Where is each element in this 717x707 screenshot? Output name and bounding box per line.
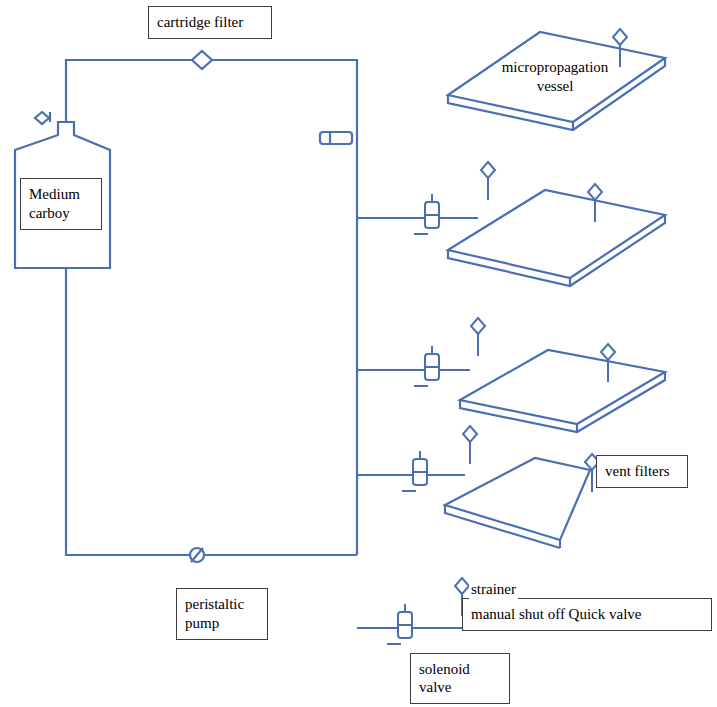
vessel-label: micropropagation vessel (486, 58, 624, 96)
micropropagation-vessel (445, 458, 590, 548)
label-box: cartridge filter (148, 6, 272, 39)
label-box: strainermanual shut off Quick valve (462, 598, 712, 631)
label-text: cartridge filter (157, 13, 263, 32)
carboy-label-box: Medium carboy (20, 178, 102, 230)
label-text: micropropagation vessel (486, 58, 624, 96)
micropropagation-vessel (460, 350, 665, 432)
micropropagation-vessel (448, 190, 665, 286)
label-text: peristaltic pump (185, 595, 259, 633)
label-box: solenoid valve (410, 653, 510, 705)
label-box: peristaltic pump (176, 588, 268, 640)
label-text: manual shut off Quick valve (471, 605, 703, 624)
label-text: solenoid valve (419, 660, 501, 698)
label-text: Medium carboy (29, 185, 93, 223)
heading-text: strainer (469, 580, 518, 599)
label-text: vent filters (605, 462, 679, 481)
micropropagation-vessel (448, 32, 665, 130)
label-box: vent filters (596, 455, 688, 488)
